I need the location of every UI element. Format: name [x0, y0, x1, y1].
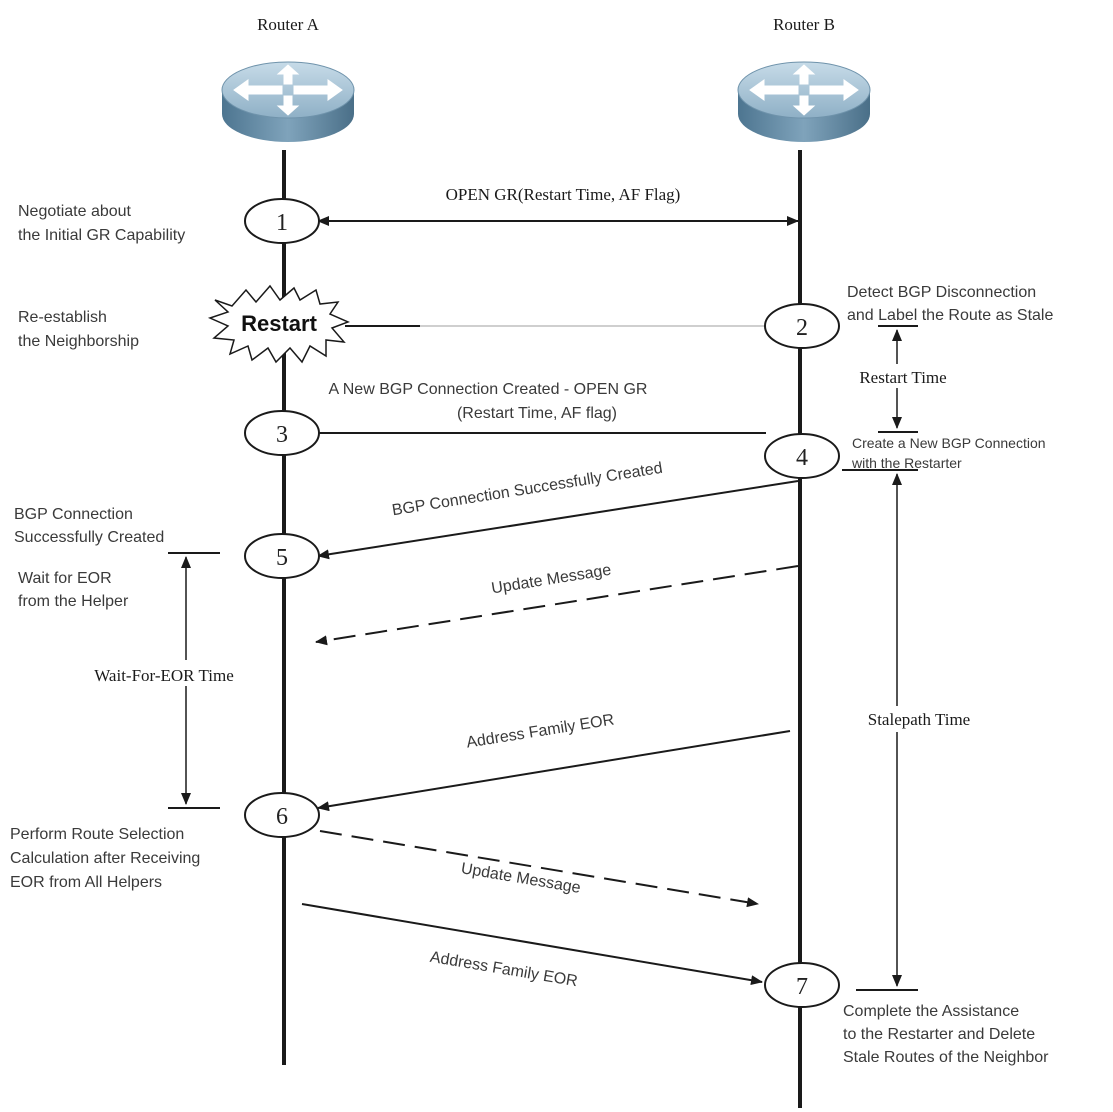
router-icon: [221, 61, 355, 142]
svg-text:the Initial GR Capability: the Initial GR Capability: [18, 227, 185, 244]
negotiate-annotation: Negotiate about the Initial GR Capabilit…: [18, 203, 185, 244]
svg-text:Calculation after Receiving: Calculation after Receiving: [10, 850, 200, 867]
router-b-label: Router B: [773, 15, 835, 34]
step-circle: 6: [244, 792, 320, 838]
create-new-annotation: Create a New BGP Connection with the Res…: [851, 435, 1046, 471]
update-arrow-2: [319, 830, 759, 908]
svg-text:BGP Connection: BGP Connection: [14, 506, 133, 523]
svg-text:to the Restarter and Delete: to the Restarter and Delete: [843, 1026, 1035, 1043]
conn-success-arrow: [317, 480, 799, 560]
svg-text:4: 4: [796, 445, 808, 471]
open-gr-label: OPEN GR(Restart Time, AF Flag): [446, 185, 681, 204]
conn-success-label: BGP Connection Successfully Created: [391, 460, 664, 520]
step-circle: 5: [244, 533, 320, 579]
restart-time-label: Restart Time: [859, 368, 946, 387]
restart-burst: Restart: [207, 284, 350, 364]
svg-text:3: 3: [276, 422, 288, 448]
eor-label-1: Address Family EOR: [465, 711, 615, 751]
new-conn-label-1: A New BGP Connection Created - OPEN GR: [329, 381, 648, 398]
eor-label-2: Address Family EOR: [429, 949, 579, 990]
step-circle: 3: [244, 410, 320, 456]
update-label-2: Update Message: [460, 860, 582, 897]
svg-text:Detect BGP Disconnection: Detect BGP Disconnection: [847, 284, 1036, 301]
svg-text:and Label the Route as Stale: and Label the Route as Stale: [847, 307, 1053, 324]
svg-text:Perform Route Selection: Perform Route Selection: [10, 826, 184, 843]
svg-text:Wait for EOR: Wait for EOR: [18, 570, 112, 587]
svg-text:EOR from All Helpers: EOR from All Helpers: [10, 874, 162, 891]
perform-annotation: Perform Route Selection Calculation afte…: [10, 826, 200, 891]
router-a-label: Router A: [257, 15, 320, 34]
restart-time-timer: Restart Time: [842, 325, 960, 433]
reestablish-annotation: Re-establish the Neighborship: [18, 309, 139, 350]
update-label-1: Update Message: [490, 562, 612, 598]
svg-text:Complete the Assistance: Complete the Assistance: [843, 1003, 1019, 1020]
eor-arrow-1: [317, 730, 791, 812]
svg-text:1: 1: [276, 210, 288, 236]
eor-arrow-2: [301, 903, 763, 986]
svg-text:7: 7: [796, 974, 808, 1000]
complete-annotation: Complete the Assistance to the Restarter…: [843, 1003, 1049, 1066]
svg-text:Stale Routes of the Neighbor: Stale Routes of the Neighbor: [843, 1049, 1049, 1066]
step-circle: 4: [764, 433, 840, 479]
stalepath-label: Stalepath Time: [868, 710, 970, 729]
svg-text:from the Helper: from the Helper: [18, 593, 129, 610]
wait-for-eor-timer: Wait-For-EOR Time: [70, 552, 260, 809]
svg-text:Re-establish: Re-establish: [18, 309, 107, 326]
stalepath-timer: Stalepath Time: [842, 469, 976, 991]
step-circle: 2: [764, 303, 840, 349]
step-circle: 7: [764, 962, 840, 1008]
detect-annotation: Detect BGP Disconnection and Label the R…: [847, 284, 1053, 324]
svg-text:Successfully Created: Successfully Created: [14, 529, 164, 546]
update-arrow-1: [315, 565, 799, 646]
svg-text:5: 5: [276, 545, 288, 571]
svg-text:Create a New BGP Connection: Create a New BGP Connection: [852, 435, 1046, 451]
wait-eor-annotation: Wait for EOR from the Helper: [18, 570, 129, 610]
svg-text:Negotiate about: Negotiate about: [18, 203, 132, 220]
svg-text:with the Restarter: with the Restarter: [851, 455, 962, 471]
router-icon: [737, 61, 871, 142]
bgp-created-annotation: BGP Connection Successfully Created: [14, 506, 164, 546]
wait-for-eor-label: Wait-For-EOR Time: [94, 666, 234, 685]
restart-label: Restart: [241, 311, 317, 336]
svg-text:6: 6: [276, 804, 288, 830]
new-conn-label-2: (Restart Time, AF flag): [457, 405, 617, 422]
step-circle: 1: [244, 198, 320, 244]
svg-text:2: 2: [796, 315, 808, 341]
svg-text:the Neighborship: the Neighborship: [18, 333, 139, 350]
